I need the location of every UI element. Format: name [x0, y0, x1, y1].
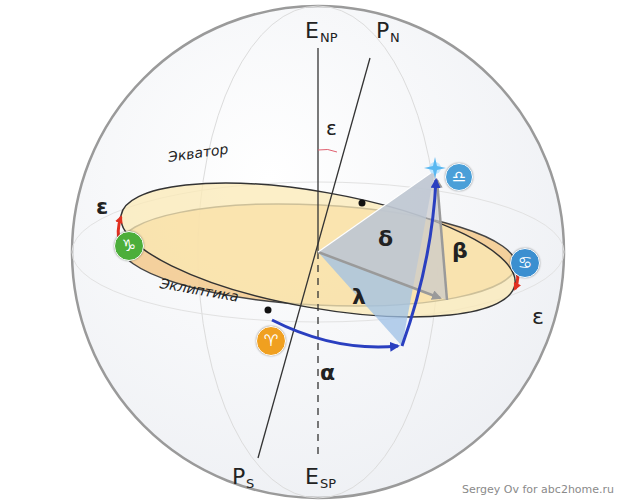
- coordinate-symbol: λ: [352, 286, 366, 308]
- axis-subscript: N: [390, 31, 400, 44]
- angle-symbol: ε: [96, 196, 108, 218]
- angle-symbol: ε: [532, 306, 544, 328]
- zodiac-glyph: ♈: [264, 333, 278, 349]
- axis-letter: P: [232, 466, 245, 488]
- axis-letter: E: [305, 20, 319, 42]
- cancer-sign: ♋: [510, 248, 540, 278]
- zodiac-glyph: ♑: [122, 238, 136, 254]
- coordinate-symbol: δ: [378, 228, 393, 250]
- libra-sign: ♎: [445, 163, 473, 191]
- coordinate-symbol: β: [452, 240, 468, 262]
- axis-letter: E: [305, 466, 319, 488]
- angle-symbol: ε: [326, 118, 337, 138]
- axis-letter: P: [376, 20, 389, 42]
- coordinate-symbol: α: [320, 362, 335, 384]
- axis-subscript: S: [246, 477, 254, 490]
- zodiac-glyph: ♎: [452, 169, 466, 185]
- watermark: Sergey Ov for abc2home.ru: [462, 484, 614, 495]
- axis-subscript: SP: [320, 477, 336, 490]
- zodiac-glyph: ♋: [518, 255, 532, 271]
- axis-subscript: NP: [320, 31, 338, 44]
- capricorn-sign: ♑: [114, 231, 144, 261]
- aries-sign: ♈: [256, 326, 286, 356]
